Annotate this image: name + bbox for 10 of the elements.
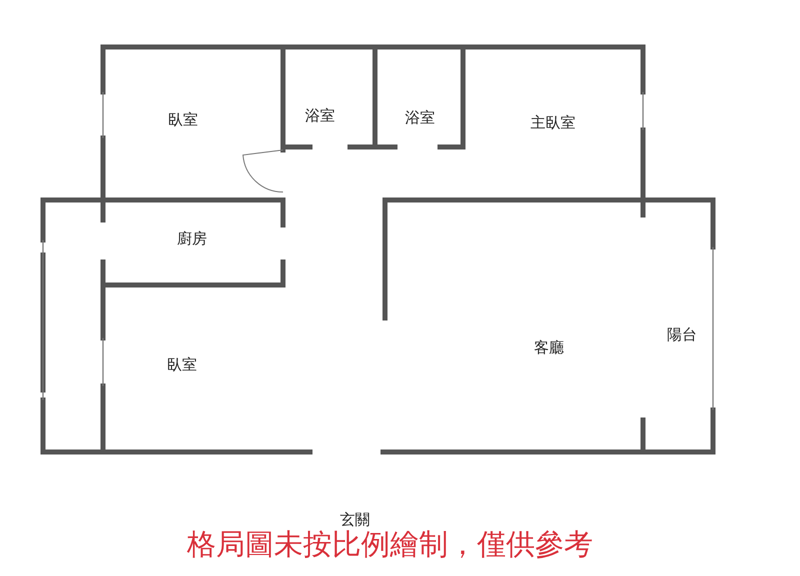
room-label: 客廳 bbox=[534, 338, 564, 358]
room-label: 陽台 bbox=[667, 326, 697, 344]
room-label: 臥室 bbox=[168, 110, 198, 130]
room-label: 主臥室 bbox=[530, 114, 576, 132]
room-label: 臥室 bbox=[167, 356, 197, 374]
room-label: 廚房 bbox=[177, 230, 207, 248]
room-label: 浴室 bbox=[305, 106, 335, 126]
disclaimer-caption: 格局圖未按比例繪制，僅供參考 bbox=[187, 526, 593, 563]
room-label: 浴室 bbox=[405, 108, 435, 128]
room-label: 玄關 bbox=[340, 510, 370, 530]
